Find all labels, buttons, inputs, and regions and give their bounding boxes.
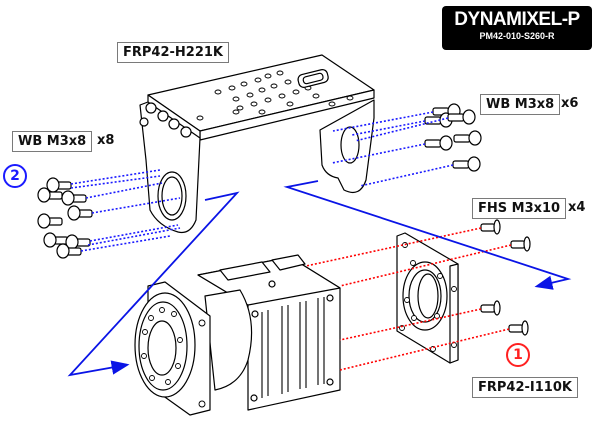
plate-frp42-i110k — [396, 232, 459, 364]
screws-wb-left — [37, 177, 93, 259]
screw — [447, 109, 476, 125]
bracket-label: FRP42-H221K — [117, 42, 229, 63]
brand-name: DYNAMIXEL-P — [454, 9, 580, 30]
wb-left-qty: x8 — [97, 133, 115, 148]
step-1-marker: 1 — [506, 343, 530, 367]
plate-label: FRP42-I110K — [472, 377, 578, 398]
screw — [480, 219, 501, 235]
screw — [452, 156, 481, 172]
screw — [65, 234, 91, 250]
screw — [480, 300, 501, 316]
wb-right-label: WB M3x8 — [480, 94, 561, 115]
step-2-marker: 2 — [3, 164, 27, 188]
blue-guide-lines — [70, 111, 454, 252]
fhs-qty: x4 — [568, 200, 586, 215]
screw — [37, 187, 63, 203]
screw — [37, 213, 63, 229]
screws-wb-right — [424, 103, 482, 172]
screw — [43, 232, 69, 248]
servo-actuator — [134, 254, 341, 416]
screw — [424, 135, 453, 151]
screw — [56, 243, 82, 259]
wb-right-qty: x6 — [561, 96, 579, 111]
fhs-label: FHS M3x10 — [472, 198, 567, 219]
bracket-frp42-h221k — [139, 54, 375, 234]
wb-left-label: WB M3x8 — [12, 131, 93, 152]
screw — [67, 205, 93, 221]
screw — [61, 190, 87, 206]
screw — [453, 130, 482, 146]
screws-fhs — [480, 219, 531, 336]
screw — [510, 236, 531, 252]
screw — [46, 177, 72, 193]
assembly-arrow-right — [283, 180, 572, 290]
brand-badge: DYNAMIXEL-P PM42-010-S260-R — [442, 6, 592, 50]
brand-model: PM42-010-S260-R — [479, 31, 555, 41]
assembly-arrow-left — [67, 191, 240, 377]
screw — [508, 320, 529, 336]
